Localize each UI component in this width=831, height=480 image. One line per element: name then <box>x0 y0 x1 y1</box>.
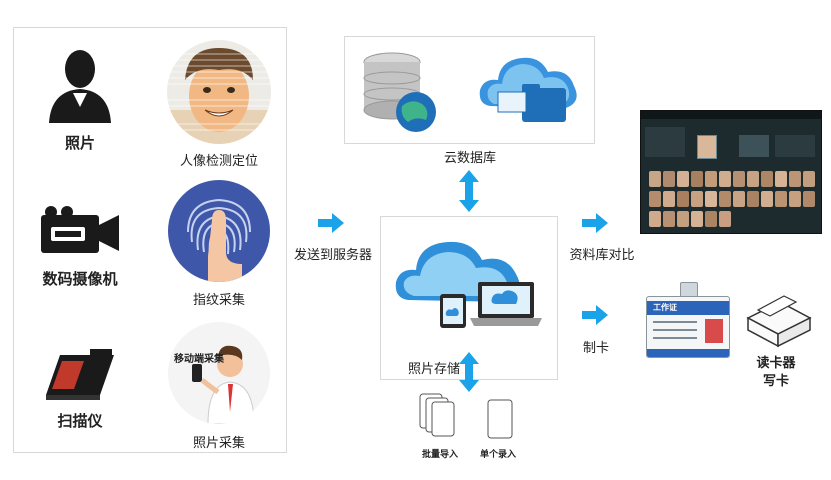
database-compare-label: 资料库对比 <box>569 248 635 263</box>
card-reader-icon <box>746 295 812 348</box>
face-detection-image <box>167 40 271 144</box>
make-card-arrow-icon <box>582 305 608 325</box>
camera-label: 数码摄像机 <box>42 270 118 288</box>
mobile-capture-tag: 移动端采集 <box>174 354 224 365</box>
id-card-image: 工作证 <box>646 282 730 358</box>
batch-import-label: 批量导入 <box>422 450 459 460</box>
id-card-title: 工作证 <box>653 303 677 312</box>
card-reader-label: 读卡器 <box>756 356 796 371</box>
fingerprint-icon <box>187 198 251 282</box>
face-icon <box>167 48 271 144</box>
mobile-user-icon <box>192 345 255 424</box>
face-detection-label: 人像检测定位 <box>179 154 258 169</box>
photo-label: 照片 <box>64 134 95 152</box>
send-arrow-icon <box>318 213 344 233</box>
cloud-devices-icon <box>395 241 542 328</box>
photo-storage-label: 照片存储 <box>407 362 460 377</box>
compare-arrow-icon <box>582 213 608 233</box>
card-writer-label: 写卡 <box>762 374 789 389</box>
scanner-label: 扫描仪 <box>57 412 103 430</box>
photo-capture-label: 照片采集 <box>192 436 245 451</box>
mobile-capture-image <box>168 322 270 424</box>
sync-arrow-icon <box>459 170 479 212</box>
cloud-folder-icon <box>479 57 577 122</box>
database-icon <box>363 52 436 132</box>
scanner-icon <box>46 349 114 400</box>
send-to-server-label: 发送到服务器 <box>293 248 372 263</box>
fingerprint-image <box>168 180 270 282</box>
cloud-database-label: 云数据库 <box>443 151 496 166</box>
single-card-icon <box>487 399 513 439</box>
video-camera-icon <box>41 206 119 253</box>
batch-cards-icon <box>419 393 455 437</box>
import-arrow-icon <box>459 352 479 392</box>
fingerprint-label: 指纹采集 <box>192 293 245 308</box>
single-entry-label: 单个录入 <box>480 450 517 460</box>
person-icon <box>49 50 111 123</box>
make-card-label: 制卡 <box>582 341 609 356</box>
comparison-screen-image <box>640 110 822 234</box>
